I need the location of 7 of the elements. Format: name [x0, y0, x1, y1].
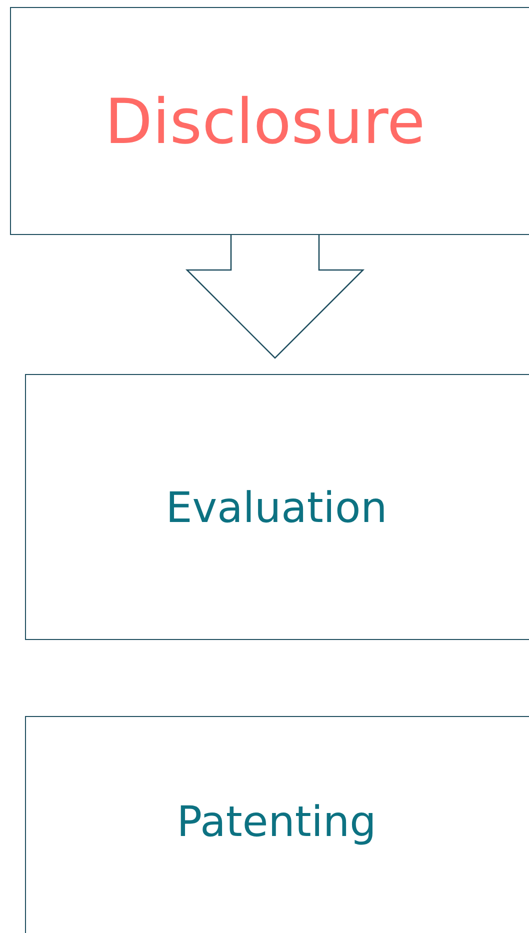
process-box: [25, 716, 529, 933]
box-title: Evaluation: [166, 482, 388, 532]
box-title: Disclosure: [104, 84, 426, 158]
box-title: Patenting: [176, 796, 376, 846]
process-box: [25, 374, 529, 640]
process-box: [10, 7, 529, 235]
block-arrow: [185, 234, 365, 359]
